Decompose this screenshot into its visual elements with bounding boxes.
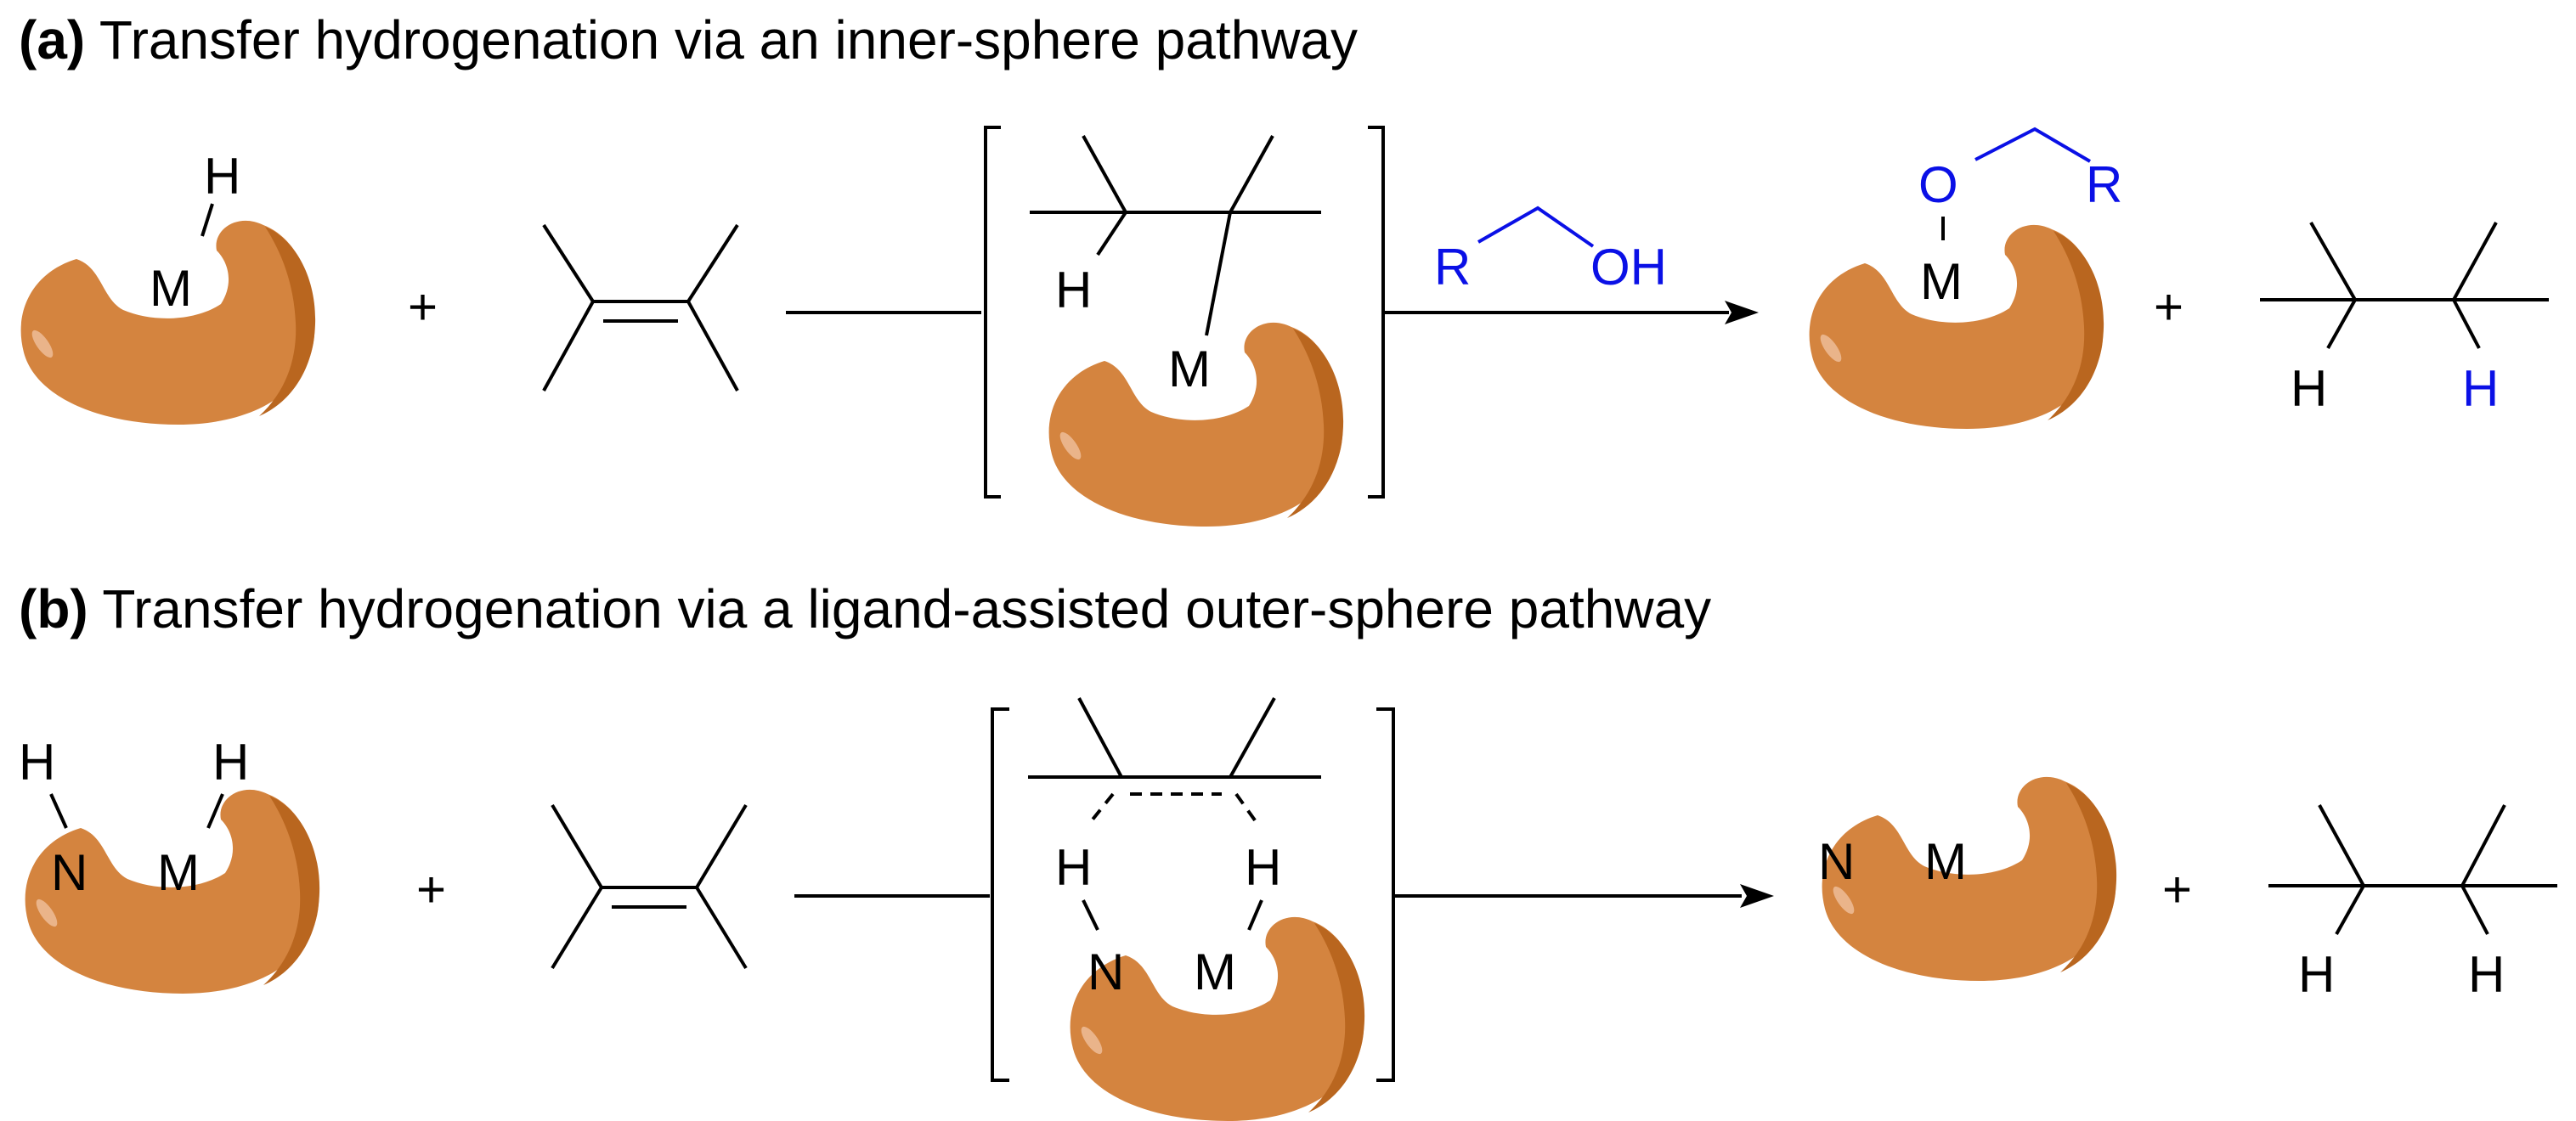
panel-a-alkene — [542, 223, 739, 392]
nitrogen-label: N — [51, 844, 88, 901]
alkane-h-right-label: H — [2468, 946, 2505, 1003]
panel-a-intermediate: H M — [984, 126, 1385, 527]
product-nitrogen-label: N — [1818, 833, 1855, 890]
alkane-h-right-label: H — [2462, 360, 2499, 417]
intermediate-nitrogen-label: N — [1087, 944, 1124, 1000]
plus-sign: + — [2154, 279, 2183, 335]
reagent-r-label: R — [1434, 239, 1471, 296]
panel-b-reactant-catalyst: H H N M — [19, 734, 320, 994]
product-r-label: R — [2086, 156, 2122, 213]
alkane-h-left-label: H — [2291, 360, 2327, 417]
metal-label: M — [150, 260, 192, 317]
panel-b-title-text: Transfer hydrogenation via a ligand-assi… — [102, 578, 1712, 639]
intermediate-metal-label: M — [1168, 341, 1211, 397]
intermediate-h-right-label: H — [1245, 839, 1281, 896]
product-oxygen-label: O — [1918, 156, 1958, 213]
metal-hydride-label: H — [212, 734, 249, 791]
product-metal-label: M — [1924, 833, 1967, 890]
reagent-oh-label: OH — [1590, 239, 1667, 296]
metal-label: M — [157, 844, 200, 901]
plus-sign: + — [408, 279, 438, 335]
intermediate-h-left-label: H — [1055, 839, 1092, 896]
panel-a-reagent-alcohol: R OH — [1434, 206, 1667, 296]
panel-a-alkane: H H — [2260, 222, 2549, 417]
panel-b-arrow — [1393, 884, 1774, 908]
hydride-label: H — [204, 148, 240, 205]
panel-b-tag: (b) — [19, 578, 88, 639]
panel-a-tag: (a) — [19, 9, 86, 70]
alkane-h-left-label: H — [2298, 946, 2335, 1003]
amine-hydride-label: H — [19, 734, 55, 791]
panel-a-reactant-catalyst: H M — [20, 148, 316, 425]
intermediate-hydride-label: H — [1055, 262, 1092, 318]
plus-sign: + — [416, 861, 446, 918]
panel-a-title-text: Transfer hydrogenation via an inner-sphe… — [99, 9, 1358, 70]
product-metal-label: M — [1920, 253, 1963, 310]
panel-b-product-catalyst: N M — [1818, 776, 2117, 981]
panel-a-title: (a) Transfer hydrogenation via an inner-… — [19, 8, 1358, 71]
panel-b-alkane: H H — [2268, 804, 2557, 1003]
panel-b-intermediate: H H N M — [991, 697, 1395, 1121]
panel-a-arrow — [1383, 301, 1759, 324]
panel-b-alkene — [551, 803, 748, 970]
panel-a-product-catalyst: O R M — [1809, 127, 2122, 429]
intermediate-metal-label: M — [1194, 944, 1236, 1000]
plus-sign: + — [2162, 861, 2192, 918]
panel-b-title: (b) Transfer hydrogenation via a ligand-… — [19, 577, 1711, 640]
